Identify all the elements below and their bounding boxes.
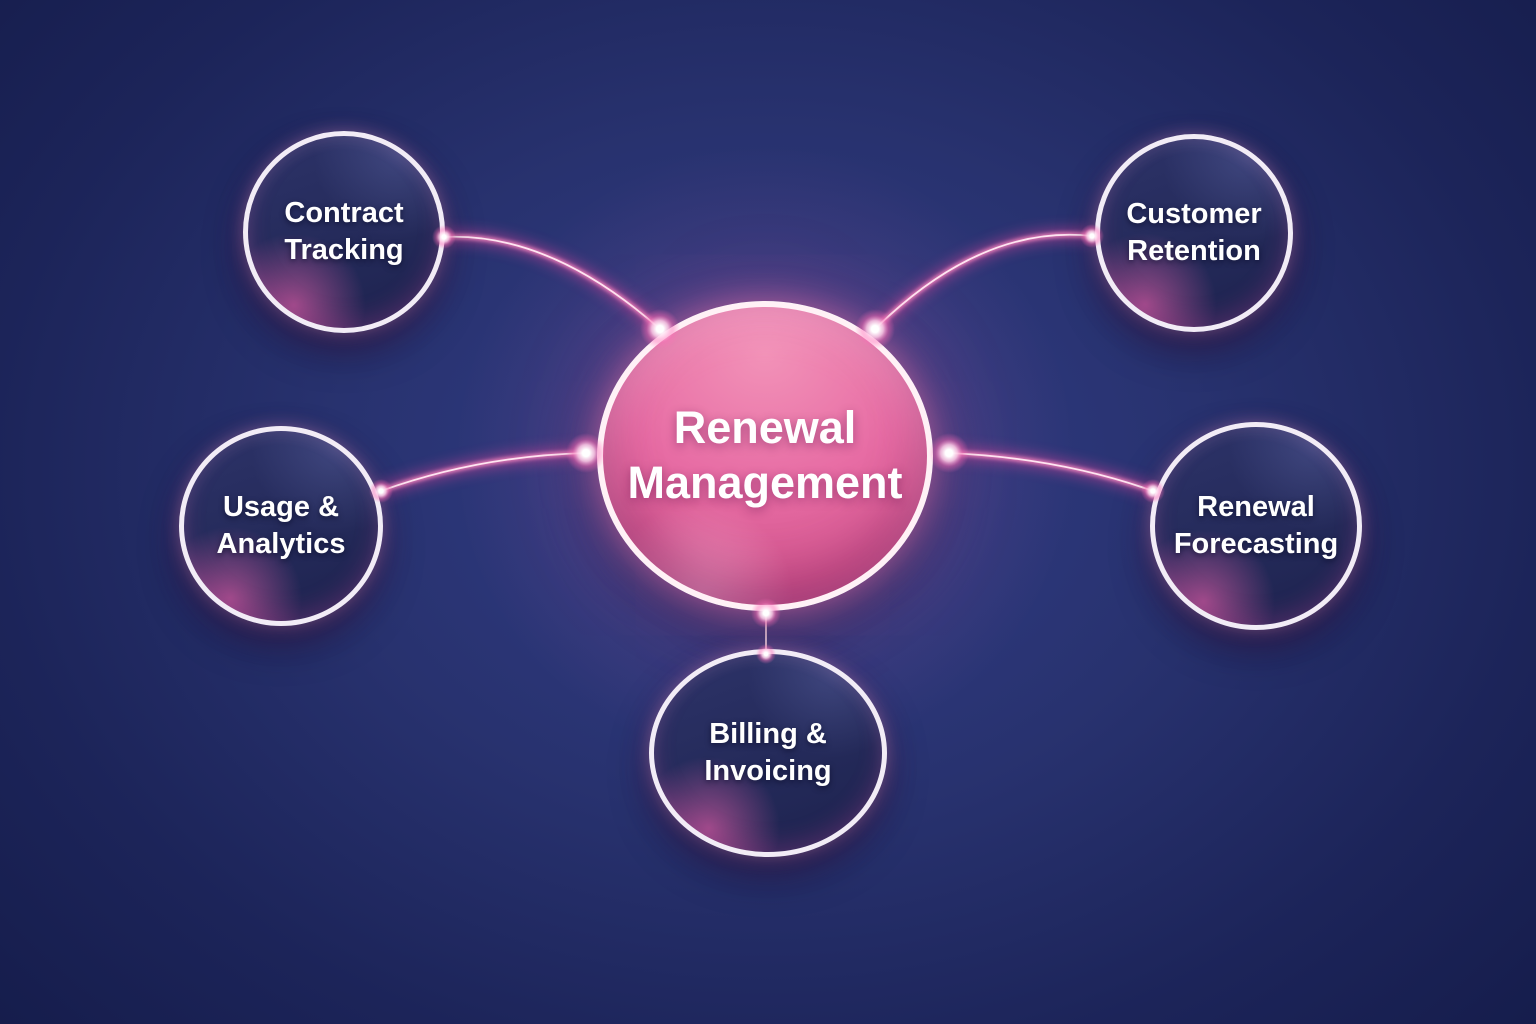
node-renewal-forecasting: Renewal Forecasting bbox=[1150, 422, 1362, 630]
node-label-contract-tracking: Contract Tracking bbox=[284, 195, 403, 269]
label-line: Usage & bbox=[222, 490, 340, 523]
node-customer-retention: Customer Retention bbox=[1095, 134, 1293, 332]
label-line: Renewal bbox=[673, 402, 857, 454]
node-contract-tracking: Contract Tracking bbox=[243, 131, 445, 333]
node-label-billing-invoicing: Billing & Invoicing bbox=[704, 716, 831, 790]
label-line: Renewal bbox=[1197, 490, 1315, 523]
label-line: Customer bbox=[1126, 197, 1262, 230]
node-renewal-management: Renewal Management bbox=[597, 301, 933, 611]
connector-customer-retention bbox=[869, 229, 1098, 335]
label-line: Billing & bbox=[709, 717, 827, 750]
node-label-renewal-forecasting: Renewal Forecasting bbox=[1174, 489, 1338, 563]
label-line: Management bbox=[627, 457, 903, 508]
node-label-renewal-management: Renewal Management bbox=[627, 401, 902, 511]
label-line: Forecasting bbox=[1173, 528, 1339, 560]
label-line: Analytics bbox=[216, 528, 346, 560]
node-label-customer-retention: Customer Retention bbox=[1126, 196, 1261, 270]
connector-usage-analytics bbox=[375, 447, 592, 497]
node-billing-invoicing: Billing & Invoicing bbox=[649, 649, 887, 857]
flare-dot bbox=[929, 433, 969, 473]
connector-renewal-forecasting bbox=[943, 447, 1159, 497]
label-line: Contract bbox=[284, 196, 404, 229]
label-line: Invoicing bbox=[704, 755, 832, 787]
connector-contract-tracking bbox=[438, 231, 666, 335]
node-label-usage-analytics: Usage & Analytics bbox=[217, 489, 346, 563]
node-usage-analytics: Usage & Analytics bbox=[179, 426, 383, 626]
label-line: Tracking bbox=[284, 234, 404, 266]
label-line: Retention bbox=[1127, 235, 1261, 267]
